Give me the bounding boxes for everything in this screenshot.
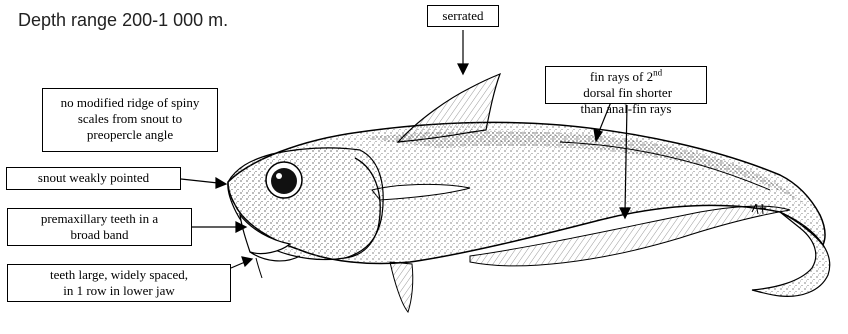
barbel xyxy=(256,258,262,278)
label-teeth-line-2: in 1 row in lower jaw xyxy=(12,283,226,299)
label-teeth-line-1: teeth large, widely spaced, xyxy=(12,267,226,283)
label-fin-rays-pre: fin rays of 2 xyxy=(590,69,653,84)
label-fin-rays-line-2: than anal-fin rays xyxy=(550,101,702,117)
label-ridge: no modified ridge of spiny scales from s… xyxy=(42,88,218,152)
pelvic-fin xyxy=(390,262,413,312)
label-serrated-text: serrated xyxy=(432,8,494,24)
teeth-pointer-line xyxy=(231,262,245,268)
eye-highlight xyxy=(276,173,282,179)
label-snout-text: snout weakly pointed xyxy=(11,170,176,186)
snout-arrowhead xyxy=(216,178,226,188)
label-premaxillary: premaxillary teeth in a broad band xyxy=(7,208,192,246)
label-fin-rays: fin rays of 2nd dorsal fin shorter than … xyxy=(545,66,707,104)
pupil xyxy=(271,168,297,194)
label-serrated: serrated xyxy=(427,5,499,27)
label-snout: snout weakly pointed xyxy=(6,167,181,190)
label-teeth: teeth large, widely spaced, in 1 row in … xyxy=(7,264,231,302)
serrated-arrowhead xyxy=(458,64,468,74)
snout-pointer-line xyxy=(181,179,218,183)
label-fin-rays-post: dorsal fin shorter xyxy=(580,85,672,100)
label-premax-line-2: broad band xyxy=(12,227,187,243)
teeth-arrowhead xyxy=(242,257,252,266)
label-fin-rays-line-1: fin rays of 2nd dorsal fin shorter xyxy=(550,69,702,101)
label-fin-rays-sup: nd xyxy=(653,68,662,78)
label-ridge-line-1: no modified ridge of spiny xyxy=(47,95,213,111)
label-ridge-line-2: scales from snout to xyxy=(47,111,213,127)
label-ridge-line-3: preopercle angle xyxy=(47,127,213,143)
label-premax-line-1: premaxillary teeth in a xyxy=(12,211,187,227)
